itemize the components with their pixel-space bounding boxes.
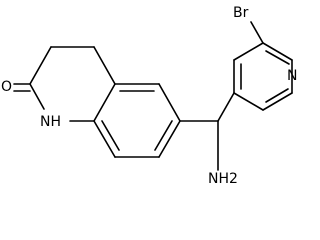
- bond-c-br: [250, 21, 264, 44]
- bond-ring-to-ch: [217, 92, 235, 122]
- bond-ring: [262, 42, 293, 61]
- bond-ring: [29, 46, 52, 85]
- bond-ring: [93, 120, 116, 158]
- bond-ring: [93, 83, 116, 122]
- bond-ring-double-inner: [265, 88, 289, 103]
- bromine-label: Br: [233, 5, 249, 21]
- bond-ring: [262, 92, 293, 111]
- lactam-ring: [13, 46, 116, 122]
- bond-ring: [29, 83, 45, 110]
- bond-ring: [233, 42, 264, 61]
- bond-ring-double-inner: [154, 120, 173, 151]
- carbonyl-oxygen-label: O: [1, 79, 12, 95]
- amine-nh2: NH2: [208, 171, 238, 187]
- bond-ring-double-inner: [101, 120, 120, 151]
- molecule-diagram: Br N O NH NH2: [1, 5, 297, 187]
- pyridine-nitrogen-label: N: [287, 68, 297, 84]
- amine-label: NH2: [208, 171, 238, 187]
- bond-ring: [93, 46, 116, 85]
- amine-text: NH2: [208, 171, 238, 187]
- pyridine-ring: [233, 21, 293, 111]
- bond-ring-double-inner: [265, 50, 290, 65]
- benzene-ring: [93, 83, 181, 158]
- bond-ring: [233, 92, 264, 111]
- amide-nh-label: NH: [40, 114, 61, 130]
- bond-ring: [158, 120, 181, 158]
- methine-linker: [179, 92, 235, 171]
- bond-ring: [158, 83, 181, 122]
- structure-svg: Br N O NH NH2: [1, 5, 297, 187]
